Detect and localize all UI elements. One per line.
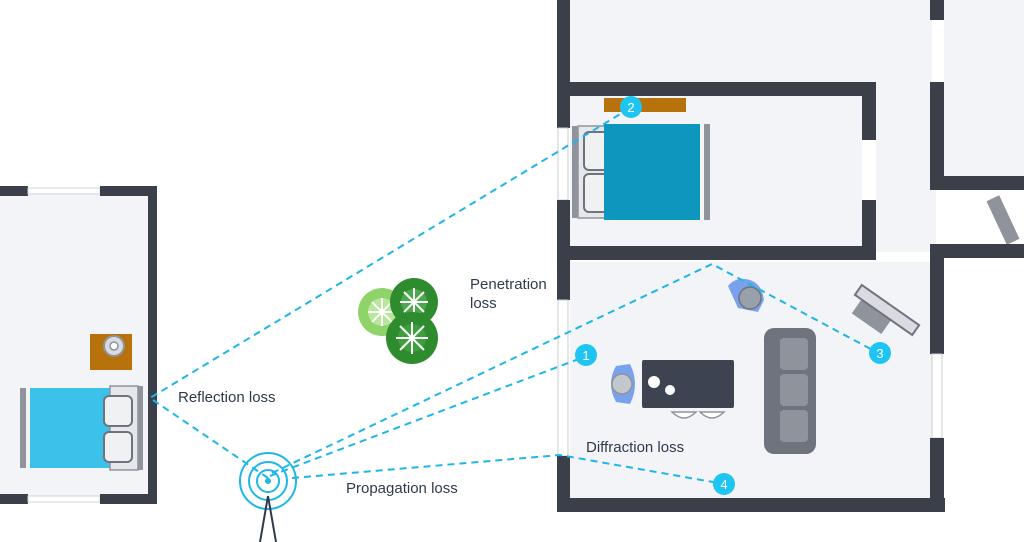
bedroom-wall-top (570, 82, 876, 96)
living-wall-east (930, 244, 944, 354)
ray-propagation (291, 453, 725, 485)
chair-top (728, 278, 764, 312)
west-wall-top (557, 0, 570, 128)
south-wall (557, 498, 945, 512)
pillow (103, 395, 133, 427)
west-window-living (557, 299, 569, 457)
right-room-wall-bottom (930, 176, 1024, 190)
left-house-window-top (27, 187, 101, 195)
west-window-bedroom (557, 127, 569, 201)
hall-floor (570, 0, 932, 82)
penetration-loss-label-line2: loss (470, 295, 497, 312)
living-wall-east-bottom (930, 438, 944, 512)
pillow (103, 431, 133, 463)
trees (358, 278, 438, 364)
marker-4-number: 4 (720, 477, 727, 492)
wood-shelf (604, 98, 686, 112)
transmitter-antenna (239, 452, 297, 542)
left-house-wall-right (148, 186, 157, 504)
east-window-living (931, 353, 943, 439)
bedroom-wall-bottom (570, 246, 876, 260)
right-building (557, 0, 1024, 512)
right-room-door (986, 195, 1020, 245)
right-room-floor (944, 0, 1024, 176)
sofa (764, 328, 816, 454)
corridor-floor (876, 82, 936, 252)
bedroom-wall-east-top (862, 82, 876, 140)
left-bed (20, 385, 143, 471)
propagation-loss-label: Propagation loss (346, 480, 458, 497)
tv (851, 283, 921, 337)
living-wall-east-top (930, 244, 1024, 258)
bedroom-wall-east-bottom (862, 200, 876, 260)
marker-3: 3 (869, 342, 891, 364)
penetration-loss-label: Penetration loss (470, 275, 560, 313)
reflection-loss-label: Reflection loss (178, 389, 276, 406)
marker-2: 2 (620, 96, 642, 118)
marker-4: 4 (713, 473, 735, 495)
marker-3-number: 3 (876, 346, 883, 361)
left-house-wall-bottom-left (0, 494, 28, 504)
right-room-wall-west (930, 82, 944, 190)
right-bed (572, 124, 710, 220)
signal-rays (148, 109, 881, 485)
ray-penetration (269, 356, 585, 477)
left-house-wall-bottom-right (100, 494, 157, 504)
left-house-wall-top (0, 186, 28, 196)
diffraction-loss-label: Diffraction loss (586, 439, 685, 456)
ray-diffraction-path (271, 262, 881, 474)
left-house-wall-top-right (100, 186, 157, 196)
marker-2-number: 2 (627, 100, 634, 115)
west-wall-mid (557, 200, 570, 300)
right-room-wall-top (930, 0, 944, 20)
tree (386, 312, 438, 364)
left-house-window-bottom (27, 495, 101, 503)
marker-1-number: 1 (582, 348, 589, 363)
dining-table (611, 360, 734, 419)
left-house (0, 186, 157, 504)
penetration-loss-label-line1: Penetration (470, 276, 547, 293)
marker-1: 1 (575, 344, 597, 366)
